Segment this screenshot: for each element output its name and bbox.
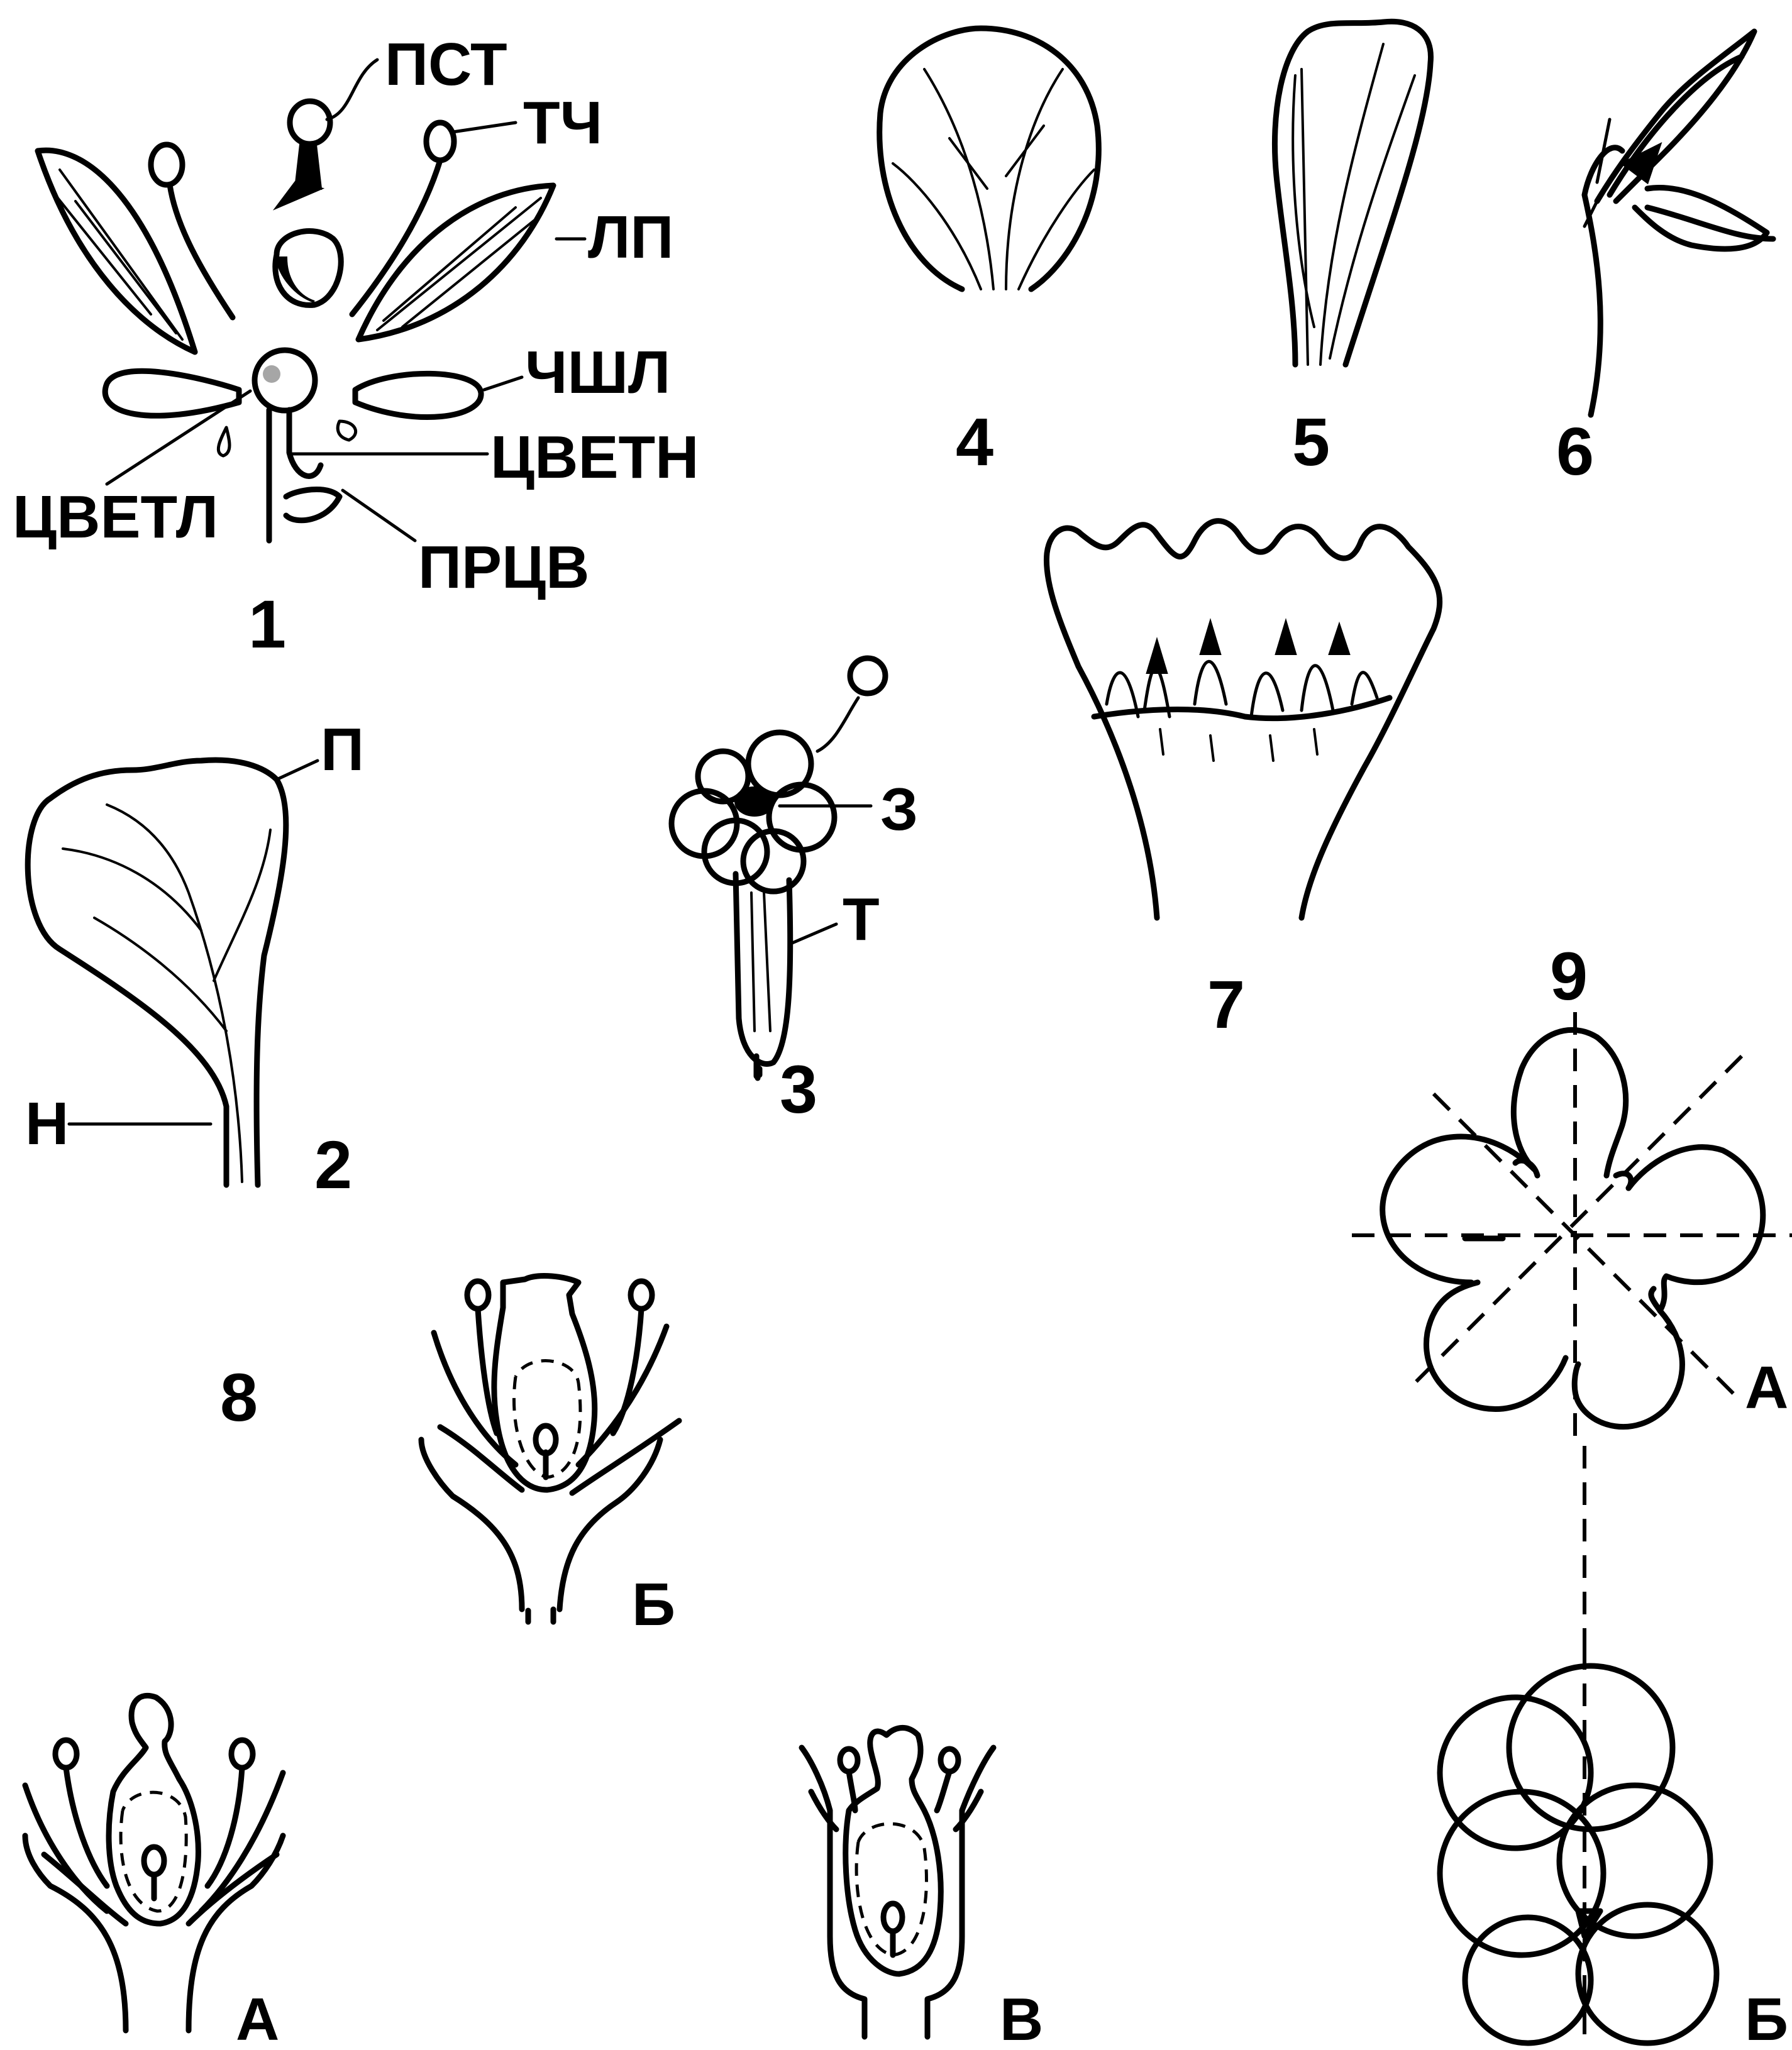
fig1-label-bract: ПРЦВ — [418, 534, 589, 601]
fig1-label-receptacle: ЦВЕТЛ — [13, 483, 218, 551]
fig3-label-limb-circle — [850, 658, 885, 693]
fig1-label-petal: ЛП — [588, 204, 673, 271]
figure-5-narrow-petal — [1275, 21, 1430, 365]
fig1-label-stamen: ТЧ — [523, 89, 602, 157]
fig1-stamen-left — [151, 145, 182, 185]
fig1-receptacle — [255, 350, 315, 411]
figure-9a-actinomorphic — [1352, 1012, 1792, 1440]
fig9-label-a: А — [1745, 1354, 1788, 1421]
fig1-number: 1 — [248, 586, 286, 662]
fig3-label-tube: Т — [843, 886, 880, 953]
fig9-label-b: Б — [1745, 1986, 1788, 2050]
fig1-label-pistil: ПСТ — [385, 31, 507, 98]
fig9-number: 9 — [1550, 938, 1588, 1014]
fig2-label-claw: Н — [25, 1090, 69, 1157]
fig1-sepal-right — [355, 373, 481, 417]
fig8-number: 8 — [220, 1359, 258, 1435]
figure-3-tubular-flower — [672, 698, 871, 1078]
figure-6-side-flower — [1585, 31, 1773, 415]
fig8-label-a: А — [236, 1986, 279, 2050]
figure-2-clawed-petal — [28, 760, 318, 1185]
fig7-number: 7 — [1207, 966, 1245, 1042]
fig1-sepal-left — [105, 371, 239, 416]
fig2-number: 2 — [314, 1127, 352, 1203]
fig8-label-b: Б — [632, 1571, 675, 1638]
fig4-number: 4 — [956, 404, 993, 480]
figure-9b-zygomorphic — [1440, 1647, 1717, 2043]
figure-8b-semi-inferior — [421, 1276, 679, 1622]
figure-8a-superior — [25, 1695, 283, 2031]
fig3-number: 3 — [780, 1051, 817, 1127]
fig2-label-blade: П — [321, 716, 364, 783]
fig1-label-sepal: ЧШЛ — [525, 339, 670, 406]
figure-7-opened-corolla — [1046, 521, 1439, 918]
fig3-label-throat: З — [880, 776, 918, 843]
figure-8v-inferior — [802, 1728, 993, 2037]
fig1-stamen-right — [426, 123, 454, 160]
fig1-label-pedicel: ЦВЕТН — [490, 424, 699, 491]
fig1-pistil — [290, 101, 330, 144]
fig6-number: 6 — [1556, 413, 1594, 489]
fig5-number: 5 — [1292, 404, 1330, 480]
fig8-label-v: В — [1000, 1986, 1043, 2050]
fig1-left-petal — [38, 150, 195, 352]
figure-4-rounded-petal — [880, 28, 1099, 289]
